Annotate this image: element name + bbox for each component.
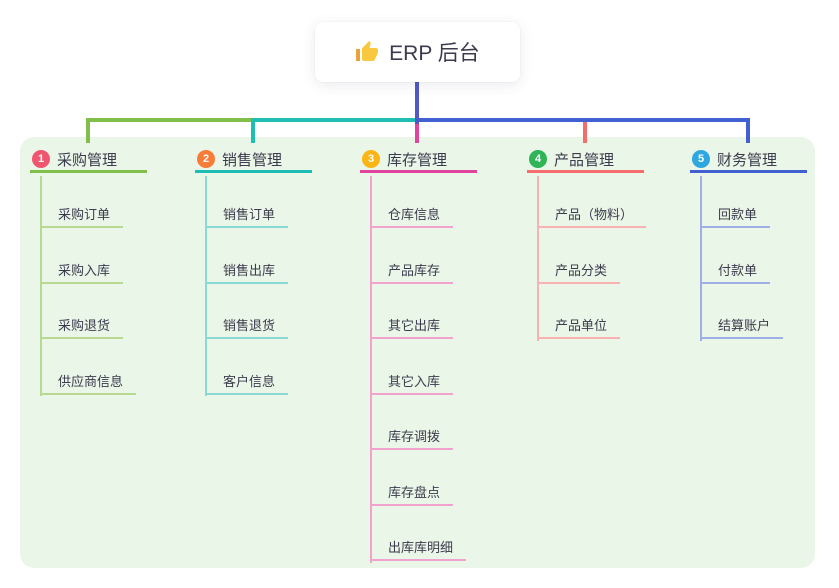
connector-branch-3 <box>415 121 419 143</box>
branch-node[interactable]: 2 销售管理 <box>195 148 312 173</box>
root-title: ERP 后台 <box>389 42 480 65</box>
branch-node[interactable]: 4 产品管理 <box>527 148 644 173</box>
child-node[interactable]: 采购退货 <box>40 313 124 339</box>
child-node[interactable]: 供应商信息 <box>40 369 137 395</box>
child-node[interactable]: 回款单 <box>700 202 771 228</box>
child-node[interactable]: 付款单 <box>700 258 771 284</box>
branch-child-connector <box>205 176 207 396</box>
child-node[interactable]: 采购订单 <box>40 202 124 228</box>
child-node[interactable]: 仓库信息 <box>370 202 454 228</box>
child-node[interactable]: 产品单位 <box>537 313 621 339</box>
branch-number-badge: 3 <box>362 150 380 168</box>
child-node[interactable]: 采购入库 <box>40 258 124 284</box>
branch-number-badge: 1 <box>32 150 50 168</box>
connector-branch-2 <box>251 118 255 143</box>
branch-child-connector <box>700 176 702 341</box>
child-node[interactable]: 出库库明细 <box>370 535 467 561</box>
branch-product: 4 产品管理 产品（物料） 产品分类 产品单位 <box>527 148 647 341</box>
connector-branch-1 <box>86 118 90 143</box>
child-node[interactable]: 结算账户 <box>700 313 784 339</box>
branch-child-connector <box>40 176 42 396</box>
branch-label: 财务管理 <box>717 151 778 169</box>
branch-purchase: 1 采购管理 采购订单 采购入库 采购退货 供应商信息 <box>30 148 147 396</box>
connector-bus-teal <box>253 118 416 122</box>
child-node[interactable]: 销售退货 <box>205 313 289 339</box>
branches-background-panel <box>20 137 815 568</box>
connector-branch-4 <box>583 120 587 143</box>
branch-finance: 5 财务管理 回款单 付款单 结算账户 <box>690 148 807 341</box>
branch-child-connector <box>370 176 372 563</box>
root-node[interactable]: ERP 后台 <box>315 22 520 82</box>
branch-sales: 2 销售管理 销售订单 销售出库 销售退货 客户信息 <box>195 148 312 396</box>
branch-label: 产品管理 <box>554 151 615 169</box>
branch-label: 采购管理 <box>57 151 118 169</box>
child-node[interactable]: 库存调拨 <box>370 424 454 450</box>
child-node[interactable]: 产品（物料） <box>537 202 647 228</box>
branch-inventory: 3 库存管理 仓库信息 产品库存 其它出库 其它入库 库存调拨 库存盘点 出库库… <box>360 148 477 563</box>
branch-child-connector <box>537 176 539 341</box>
child-node[interactable]: 产品分类 <box>537 258 621 284</box>
child-node[interactable]: 其它入库 <box>370 369 454 395</box>
child-node[interactable]: 库存盘点 <box>370 480 454 506</box>
child-node[interactable]: 产品库存 <box>370 258 454 284</box>
child-node[interactable]: 客户信息 <box>205 369 289 395</box>
connector-bus-green <box>86 118 254 122</box>
branch-node[interactable]: 5 财务管理 <box>690 148 807 173</box>
branch-number-badge: 5 <box>692 150 710 168</box>
child-node[interactable]: 其它出库 <box>370 313 454 339</box>
branch-label: 销售管理 <box>222 151 283 169</box>
connector-bus-blue <box>415 118 750 122</box>
connector-branch-5 <box>746 118 750 143</box>
branch-node[interactable]: 1 采购管理 <box>30 148 147 173</box>
branch-number-badge: 2 <box>197 150 215 168</box>
branch-label: 库存管理 <box>387 151 448 169</box>
branch-number-badge: 4 <box>529 150 547 168</box>
child-node[interactable]: 销售订单 <box>205 202 289 228</box>
child-node[interactable]: 销售出库 <box>205 258 289 284</box>
connector-root <box>415 82 419 124</box>
thumbs-up-icon <box>355 40 379 64</box>
branch-node[interactable]: 3 库存管理 <box>360 148 477 173</box>
